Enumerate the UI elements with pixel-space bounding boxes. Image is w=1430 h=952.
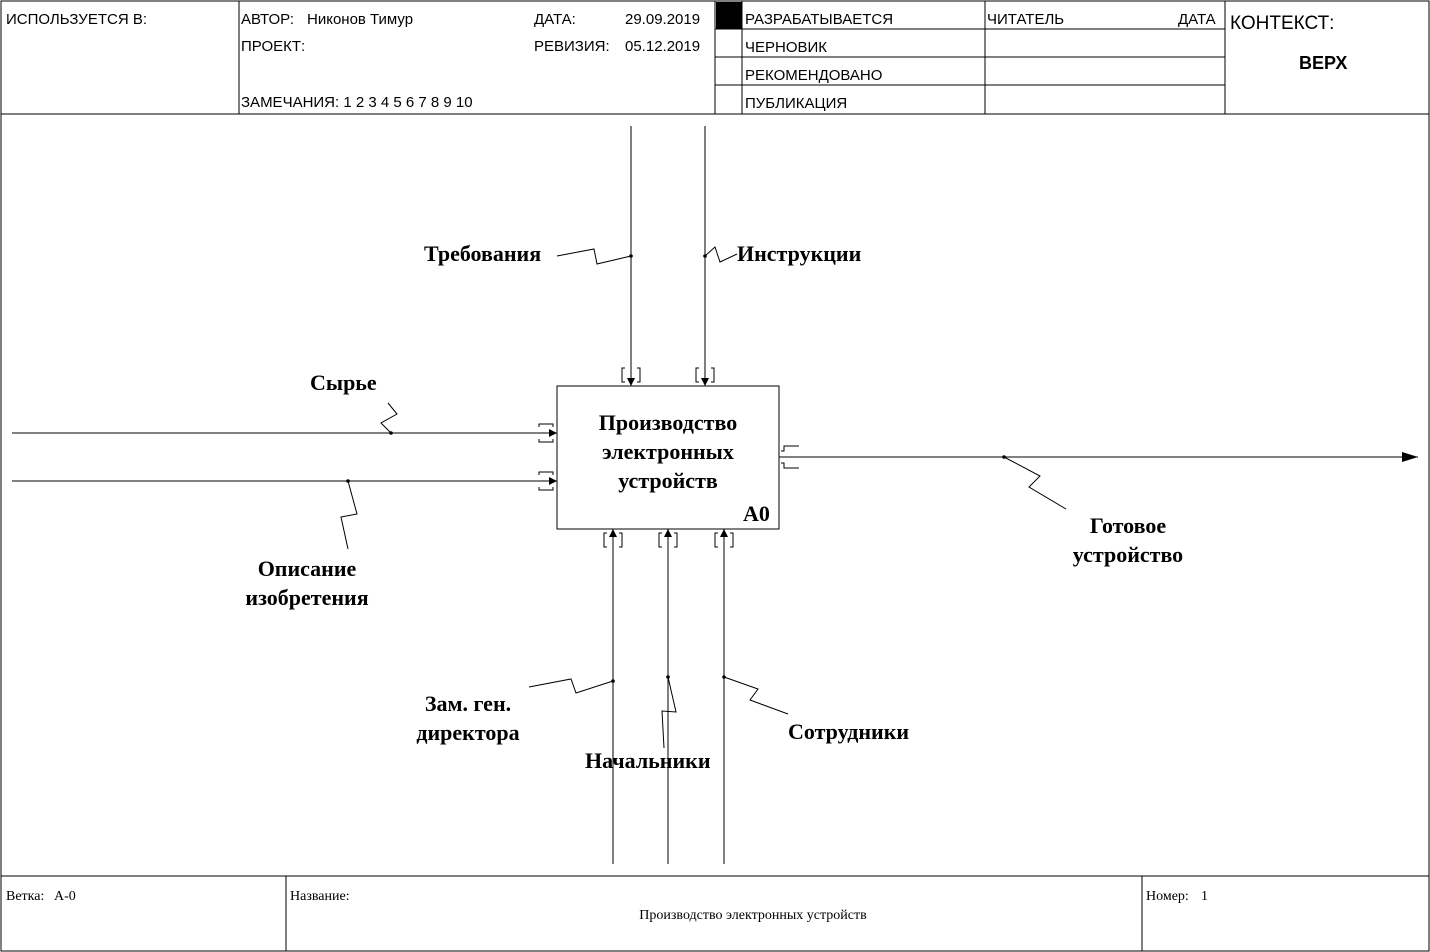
function-box-a0 xyxy=(556,385,780,530)
status-recommended: РЕКОМЕНДОВАНО xyxy=(745,67,883,84)
function-name[interactable]: Производство электронных устройств xyxy=(560,408,776,495)
label-deputy-director[interactable]: Зам. ген. директора xyxy=(398,689,538,747)
author-label: АВТОР: xyxy=(241,11,295,28)
title-value: Производство электронных устройств xyxy=(639,908,867,923)
author-value: Никонов Тимур xyxy=(307,11,414,28)
output-arrow-device xyxy=(779,445,1418,510)
reader-label: ЧИТАТЕЛЬ xyxy=(987,11,1065,28)
control-dot-instructions xyxy=(703,254,707,258)
used-in-label: ИСПОЛЬЗУЕТСЯ В: xyxy=(6,11,148,28)
mechanism-arrow-staff xyxy=(714,529,789,864)
status-working: РАЗРАБАТЫВАЕТСЯ xyxy=(745,11,894,28)
node-value: А-0 xyxy=(54,889,76,904)
project-label: ПРОЕКТ: xyxy=(241,38,306,55)
mechanism-dot-deputy xyxy=(611,679,615,683)
label-deputy-line-1: Зам. ген. xyxy=(424,691,512,716)
label-instructions[interactable]: Инструкции xyxy=(737,241,862,266)
mechanism-dot-staff xyxy=(722,675,726,679)
label-device-line-1: Готовое xyxy=(1089,513,1167,538)
date-value: 29.09.2019 xyxy=(625,11,701,28)
status-publication: ПУБЛИКАЦИЯ xyxy=(745,95,848,112)
label-device-line-2: устройство xyxy=(1072,542,1184,567)
title-label: Название: xyxy=(290,889,350,904)
label-chiefs[interactable]: Начальники xyxy=(585,748,711,773)
input-dot-raw xyxy=(389,431,393,435)
label-finished-device[interactable]: Готовое устройство xyxy=(1053,511,1203,569)
control-dot-requirements xyxy=(629,254,633,258)
control-arrow-instructions xyxy=(695,126,738,386)
revision-label: РЕВИЗИЯ: xyxy=(534,38,610,55)
label-raw-materials[interactable]: Сырье xyxy=(310,370,377,395)
function-name-line-1: Производство xyxy=(598,410,738,435)
mechanism-dot-chiefs xyxy=(666,675,670,679)
notes-label: ЗАМЕЧАНИЯ: 1 2 3 4 5 6 7 8 9 10 xyxy=(241,94,473,111)
mechanism-arrow-deputy xyxy=(528,529,623,864)
footer-grid xyxy=(1,875,1429,951)
label-invention-description[interactable]: Описание изобретения xyxy=(227,554,387,612)
context-value: ВЕРХ xyxy=(1299,53,1348,73)
mechanism-arrow-chiefs xyxy=(658,529,678,864)
status-draft: ЧЕРНОВИК xyxy=(745,39,828,56)
label-invention-line-1: Описание xyxy=(257,556,357,581)
node-label: Ветка: xyxy=(6,889,45,904)
output-dot-device xyxy=(1002,455,1006,459)
context-label: КОНТЕКСТ: xyxy=(1230,13,1335,34)
date-label: ДАТА: xyxy=(534,11,576,28)
input-arrow-description xyxy=(12,471,557,550)
label-invention-line-2: изобретения xyxy=(245,585,369,610)
function-id: A0 xyxy=(743,501,770,526)
revision-value: 05.12.2019 xyxy=(625,38,701,55)
input-dot-description xyxy=(346,479,350,483)
reader-date-label: ДАТА xyxy=(1178,11,1216,28)
number-value: 1 xyxy=(1201,889,1208,904)
label-staff[interactable]: Сотрудники xyxy=(788,719,910,744)
input-arrow-raw xyxy=(12,402,557,443)
function-name-line-3: устройств xyxy=(618,468,718,493)
function-name-line-2: электронных xyxy=(602,439,734,464)
control-arrow-requirements xyxy=(556,126,641,386)
label-deputy-line-2: директора xyxy=(416,720,520,745)
label-requirements[interactable]: Требования xyxy=(424,241,542,266)
number-label: Номер: xyxy=(1146,889,1189,904)
status-marker xyxy=(716,2,742,29)
